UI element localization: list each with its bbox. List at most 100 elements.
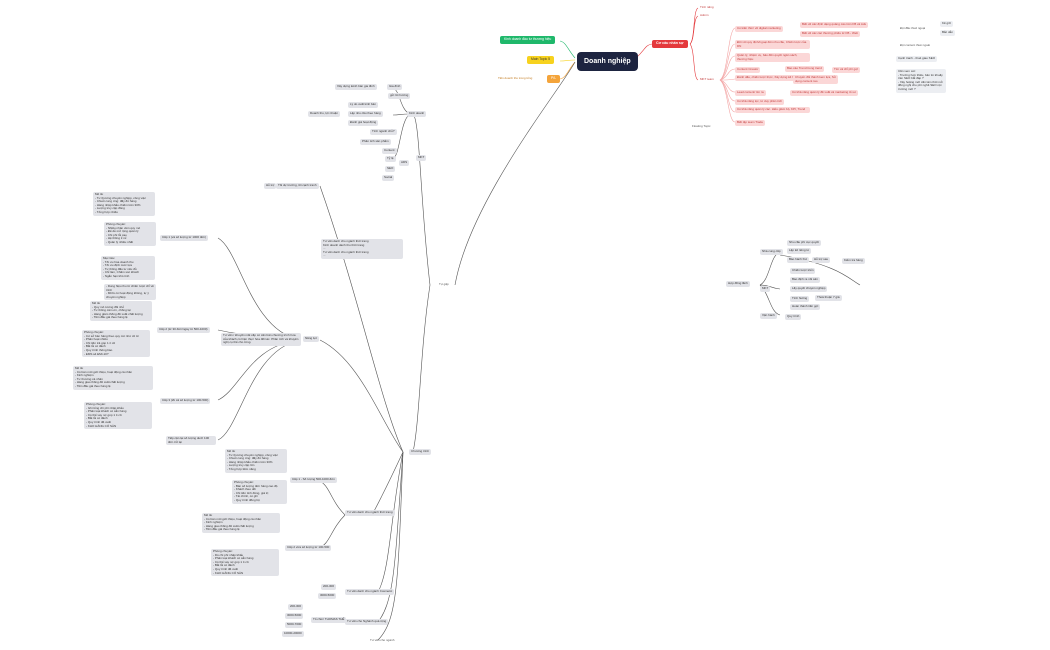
tt-note-4[interactable]: Phòng chuyên: - Dù chi phí nhập khẩu - P…: [211, 549, 279, 577]
thoi-trang-topic[interactable]: Tư vấn danh cho ngành thời trang: [345, 510, 395, 516]
mkt-sub-3[interactable]: Báo cáo Trend trong trend: [785, 66, 824, 72]
contract-topic[interactable]: Hợp đồng lãnh: [726, 281, 750, 287]
mkt-child-5[interactable]: Đánh dấu, chiến lược thực, Xây dựng kế h…: [735, 75, 810, 81]
tt-note-1[interactable]: Mô tả: - Tư thương chuyên nghiệp, công v…: [225, 449, 287, 473]
kinh-doanh[interactable]: Kinh doanh: [407, 111, 427, 117]
topic-main-5[interactable]: Main Topic 5: [527, 56, 554, 64]
tu-gap-topic[interactable]: Tự gặp: [439, 282, 449, 286]
topic-business-investment[interactable]: Kinh doanh đầu tư thương hiệu: [500, 36, 556, 44]
tt-note-3[interactable]: Mô tả: - Có bán mới giới thiệu, hoạt độn…: [202, 513, 280, 533]
nk-child-1[interactable]: 200-300: [288, 604, 304, 610]
floating-topic[interactable]: Floating Topic: [692, 124, 711, 128]
nk-label[interactable]: Tổ chức THOMAS THẾ: [311, 617, 347, 623]
right-item-feature[interactable]: Tính năng: [700, 5, 714, 9]
mkt-child-9[interactable]: Biết lập team Trade: [735, 120, 766, 126]
contract-sub-9[interactable]: Tình huống: [790, 296, 810, 302]
left-top-1[interactable]: Gia đình: [387, 84, 403, 90]
mkt-left-child-5[interactable]: Social: [382, 175, 395, 181]
contract-sub-6[interactable]: Chiến lược triển: [790, 268, 816, 274]
contract-child-3[interactable]: Vận hành: [760, 313, 777, 319]
mkt-left-child-2[interactable]: ADS: [399, 160, 410, 166]
contract-sub-11[interactable]: Hoàn thành tiền gợi: [790, 304, 821, 310]
far-right-sub-1[interactable]: Kế giữ: [940, 21, 953, 27]
chuong-trinh[interactable]: Chương trình: [409, 449, 431, 455]
mkt-sub-6[interactable]: Có khả năng quản lý đề xuất và marketing…: [790, 90, 858, 96]
mkt-child-1[interactable]: Có kiến thức về digital marketing: [735, 26, 783, 32]
level-1[interactable]: Cấp 1 (và số lượng từ 1000 đơn): [160, 235, 209, 241]
contract-sub-1[interactable]: Nhu cầu phí cục quyết: [787, 240, 821, 246]
left-top-3[interactable]: gửi lời hướng: [388, 93, 411, 99]
ho-tro-box[interactable]: Tối dự trường, tối cạnh tranh: [276, 183, 319, 189]
footer-topic[interactable]: Tư vấn cho ngành: [370, 638, 395, 642]
level-4[interactable]: Tiếp cận lại số lượng dưới 100 đơn trở l…: [166, 436, 216, 446]
mkt-child-4[interactable]: Content Creator: [735, 67, 761, 73]
left-top-2[interactable]: Xây dựng kênh bán gia đình: [335, 84, 377, 90]
kd-child-4[interactable]: Doanh thu, lợi nhuận: [308, 111, 340, 117]
left-note-1[interactable]: Mô tả: - Tư thương chuyên nghiệp, công v…: [93, 192, 155, 216]
contract-child-1[interactable]: Nhà cung cấp: [760, 249, 783, 255]
level-3[interactable]: Cấp 3 (tối cả số lượng từ 100-500): [160, 398, 211, 404]
kd-child-6[interactable]: Phân tích sản phẩm: [360, 139, 391, 145]
mkt-sub-1[interactable]: Biết về các định dạng quảng cáo trên FB …: [800, 22, 869, 28]
nang-luc[interactable]: Năng lực: [303, 336, 320, 342]
mkt-sub-5[interactable]: Chuyển đổi thành kem lựa, Sử dụng conten…: [793, 75, 838, 85]
cosmetic-topic[interactable]: Tư vấn danh cho ngành Cosmetic: [345, 589, 395, 595]
kd-child-2[interactable]: Lập nhu cầu theo hàng: [348, 111, 383, 117]
far-right-3[interactable]: Cạnh tranh - thuê giao SEO: [896, 56, 938, 62]
left-note-2[interactable]: Phòng chuyên: - Nhiều nhân viên quy mô -…: [104, 222, 156, 246]
mkt-sub-2[interactable]: Biết về các các thương phiếu từ FB - Web: [800, 31, 861, 37]
contract-child-2[interactable]: MKT: [760, 286, 771, 292]
mkt-child-3[interactable]: Quản lý, nhiệm vụ, bảo đền quyết ngân sá…: [735, 53, 810, 63]
mkt-left-child-3[interactable]: Tỷ lệ: [385, 156, 396, 162]
left-note-4[interactable]: - Dung hiệu thu từ chiến lược chỉ về trì…: [104, 284, 156, 301]
mkt-left[interactable]: MKT: [416, 155, 427, 161]
mkt-left-child-4[interactable]: SEO: [385, 166, 396, 172]
mkt-sub-4[interactable]: Tìm và chỉ phí gợi: [832, 67, 860, 73]
tt-note-2[interactable]: Phòng chuyên: - Bàn số lượng đơn hàng ca…: [232, 480, 287, 504]
kd-child-1[interactable]: Lý do xuất kinh bán: [348, 102, 379, 108]
left-note-5[interactable]: Mô tả: - Quy mô tương đối nhỏ - Tư thống…: [90, 301, 152, 321]
contract-sub-5[interactable]: Kiểm tra hàng: [842, 258, 865, 264]
kd-child-5[interactable]: Tính ngành chủ?: [370, 129, 397, 135]
mkt-child-2[interactable]: Đối với quy định/ngoại đón nhu cầu, Chiế…: [735, 40, 810, 50]
far-right-2[interactable]: Đội content thuê ngoài: [900, 43, 931, 47]
far-right-sub-2[interactable]: Bắc dẫn: [940, 30, 956, 36]
mkt-child-7[interactable]: Có khả năng lọc, tư duy phân tích: [735, 99, 785, 105]
mkt-child-6[interactable]: Lead content/ tìm ra: [735, 90, 766, 96]
mkt-left-child-1[interactable]: Content: [382, 148, 397, 154]
tu-gap-detail[interactable]: Tư vấn danh cho ngành thời trang Kinh do…: [321, 239, 403, 259]
cos-child-1[interactable]: 200-300: [321, 584, 337, 590]
tt-level-2[interactable]: Cấp 2 vừa số lượng từ 100-500: [285, 545, 332, 551]
contract-sub-8[interactable]: Lấy quyết chuyên nghiệp: [790, 286, 828, 292]
left-note-6[interactable]: Phòng chuyên: - Cơ sở bán hàng theo quy …: [82, 330, 150, 358]
topic-pl[interactable]: P/L: [547, 75, 561, 83]
nganh-khac-topic[interactable]: Tư vấn cho Nghành quá rộng: [345, 619, 389, 625]
tt-level-1[interactable]: Cấp 1 - Số lượng 500-1000 đơn: [290, 477, 337, 483]
contract-sub-12[interactable]: Quy trình: [785, 314, 802, 320]
kd-child-3[interactable]: Đánh giá hoạt động: [348, 120, 379, 126]
level-2[interactable]: Cấp 2 (từ 30 đơn/ngày từ 500-1000): [157, 327, 210, 333]
mkt-team[interactable]: MKT team: [700, 77, 714, 81]
mkt-child-8[interactable]: Có khả năng quản lý các. Hiểu giảm bộ, K…: [735, 107, 810, 113]
contract-sub-2[interactable]: Lập kế riêng tư: [787, 248, 812, 254]
topic-revenue-label: Tiền doanh thu trong tổng: [498, 76, 533, 80]
contract-sub-10[interactable]: Thoả thuận 7 giá: [815, 295, 842, 301]
left-note-3[interactable]: Mục tiêu: - Tối ưu hóa doanh thu - Tối ư…: [101, 256, 155, 280]
contract-sub-4[interactable]: Hỗ trợ sau: [812, 257, 831, 263]
left-note-7[interactable]: Mô tả: - Có bán mới giới thiệu, hoạt độn…: [73, 366, 153, 390]
contract-sub-3[interactable]: Bảo hành KH: [787, 257, 809, 263]
contract-sub-7[interactable]: Báo định ra nối sản: [790, 277, 820, 283]
nk-child-3[interactable]: 5000-7000: [285, 622, 304, 628]
root-topic[interactable]: Doanh nghiệp: [577, 52, 638, 71]
chuong-trinh-box[interactable]: Tư vấn / khuyến mãi cấp có căn bản chươn…: [221, 333, 301, 346]
left-note-8[interactable]: Phòng chuyên: - Ghi tổng chi phí nhập kh…: [84, 402, 152, 430]
nk-child-2[interactable]: 3000-5000: [285, 613, 304, 619]
right-item-admin[interactable]: Admin: [700, 13, 709, 17]
topic-staff-structure[interactable]: Cơ cấu nhân sự: [652, 40, 688, 48]
note-box[interactable]: Cần xem xét: - Trường hợp thiếu, bản tin…: [896, 69, 946, 93]
nk-child-4[interactable]: 10000-20000: [282, 631, 304, 637]
far-right-1[interactable]: Đội đầu thuế ngoại: [900, 26, 926, 30]
cos-child-2[interactable]: 3000-5000: [318, 593, 337, 599]
ho-tro[interactable]: Hỗ trợ: [264, 183, 277, 189]
